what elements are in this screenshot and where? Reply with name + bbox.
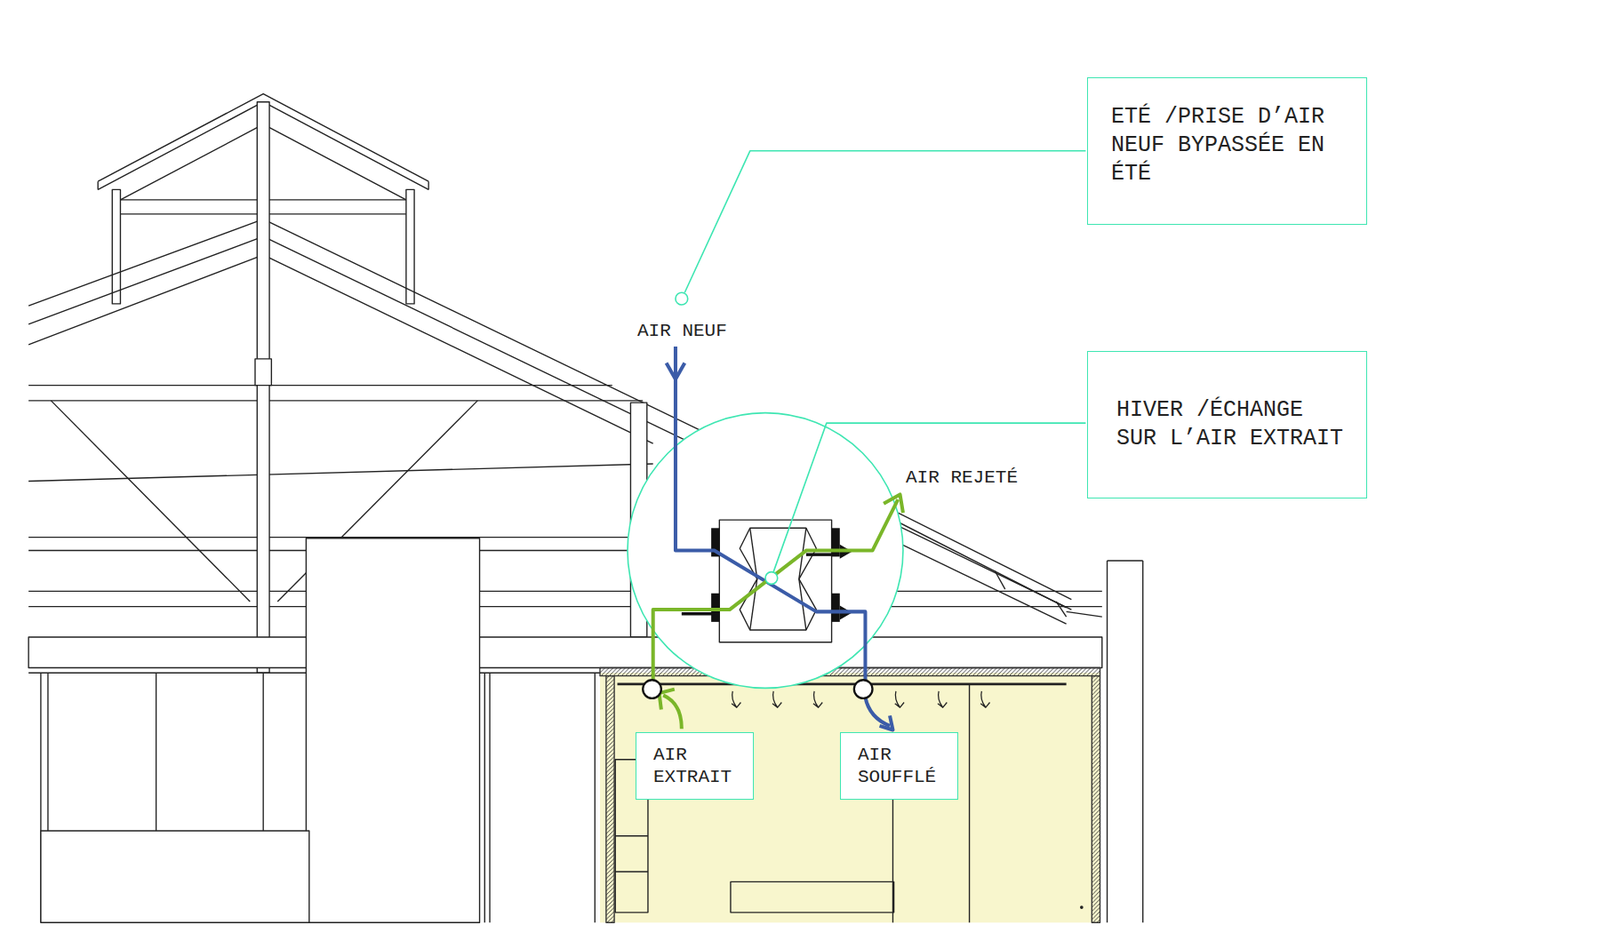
callout-box: ETÉ /PRISE D’AIR NEUF BYPASSÉE EN ÉTÉ [1087, 77, 1368, 225]
flow-label-box: AIR SOUFFLÉ [840, 732, 959, 800]
flow-label: AIR REJETÉ [904, 466, 1020, 489]
callout-box: HIVER /ÉCHANGE SUR L’AIR EXTRAIT [1087, 351, 1368, 499]
callout-text: AIR SOUFFLÉ [857, 744, 947, 789]
callout-text: ETÉ /PRISE D’AIR NEUF BYPASSÉE EN ÉTÉ [1111, 103, 1334, 189]
callout-text: AIR EXTRAIT [653, 744, 743, 789]
flow-label-box: AIR EXTRAIT [635, 732, 754, 800]
callout-text: HIVER /ÉCHANGE SUR L’AIR EXTRAIT [1116, 396, 1350, 454]
flow-label: AIR NEUF [635, 320, 729, 343]
